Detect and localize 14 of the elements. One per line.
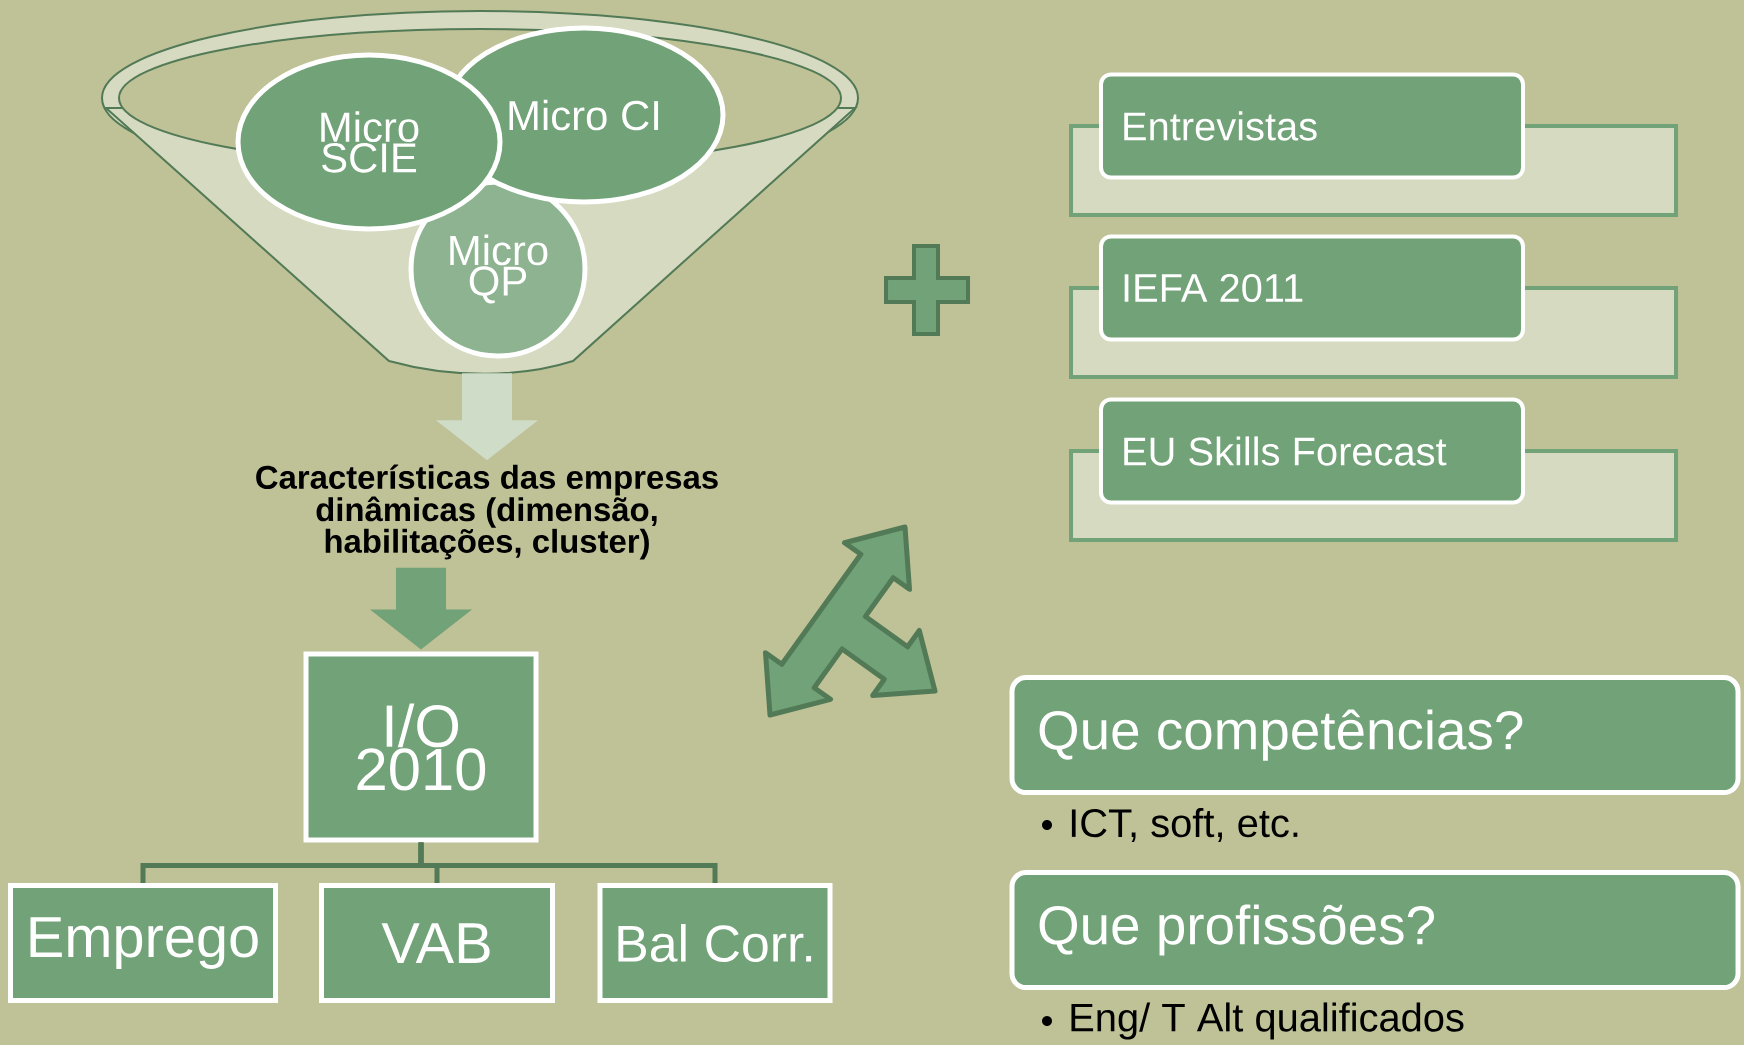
heading-box: Que competências? bbox=[1009, 675, 1741, 795]
bullet-item: Eng/ T Alt qualificados bbox=[1042, 1002, 1464, 1040]
caption-text: Características das empresas dinâmicas (dimensão, habilitações, cluster) bbox=[256, 464, 718, 560]
tab-box: IEFA 2011 bbox=[1069, 234, 1678, 379]
process-box: VAB bbox=[319, 883, 555, 1003]
process-box: Emprego bbox=[8, 883, 278, 1003]
tab-box: EU Skills Forecast bbox=[1069, 397, 1678, 542]
heading-box: Que profissões? bbox=[1009, 870, 1741, 990]
process-box: I/O 2010 bbox=[303, 651, 539, 843]
process-box: Bal Corr. bbox=[597, 883, 833, 1003]
tab-box: Entrevistas bbox=[1069, 72, 1678, 217]
plus-sign bbox=[884, 244, 970, 336]
connector-line bbox=[418, 842, 718, 883]
bullet-item: ICT, soft, etc. bbox=[1042, 808, 1298, 842]
